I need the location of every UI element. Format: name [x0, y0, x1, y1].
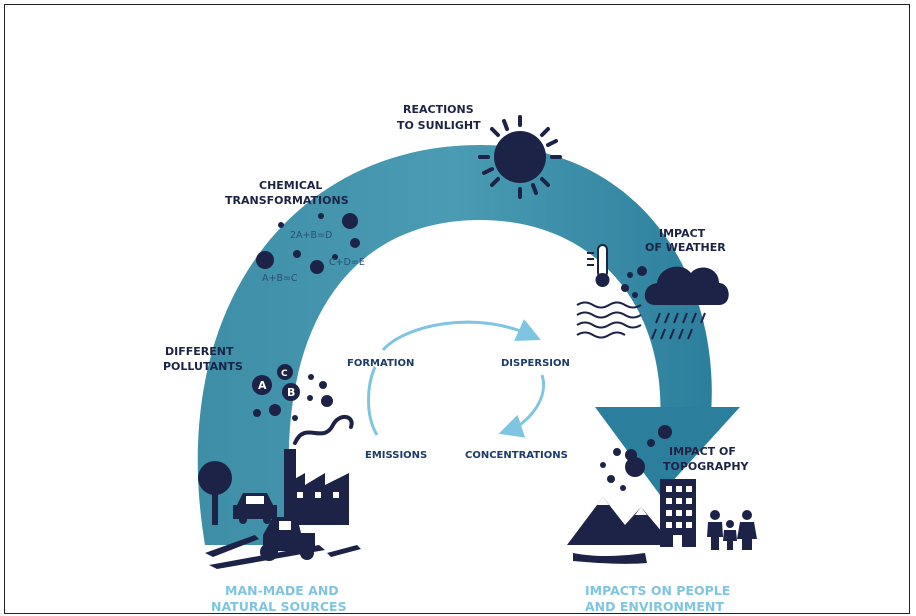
thermometer-icon: [587, 244, 610, 287]
sun-icon: [478, 115, 562, 199]
equation-1: 2A+B=D: [290, 230, 332, 241]
family-icon: [707, 510, 757, 550]
equation-2: C+D=E: [329, 257, 365, 268]
pollutant-letter-a: A: [258, 379, 267, 392]
caption-impacts-line2: AND ENVIRONMENT: [585, 599, 724, 614]
topography-dots: [600, 425, 672, 491]
cycle-formation: FORMATION: [347, 358, 414, 369]
smoke-swirl: [293, 415, 354, 445]
pollutant-bubbles: C A B: [252, 364, 300, 401]
label-chemical-line2: TRANSFORMATIONS: [225, 194, 349, 207]
label-pollutants-line2: POLLUTANTS: [163, 360, 243, 373]
tree-icon: [198, 461, 232, 525]
arc-arrowhead: [595, 407, 740, 495]
building-icon: [660, 479, 696, 547]
process-arc: [197, 145, 712, 545]
inner-cycle: [367, 319, 545, 438]
label-chemical-line1: CHEMICAL: [259, 179, 322, 192]
label-reactions-line1: REACTIONS: [403, 103, 474, 116]
cycle-emissions: EMISSIONS: [365, 450, 427, 461]
smoke-dots: [253, 374, 333, 421]
cycle-concentrations: CONCENTRATIONS: [465, 450, 568, 461]
label-reactions-line2: TO SUNLIGHT: [397, 119, 481, 132]
pollutant-letter-c: C: [281, 369, 288, 379]
label-weather-line1: IMPACT: [659, 227, 706, 240]
weather-dots: [621, 266, 647, 298]
label-weather-line2: OF WEATHER: [645, 241, 726, 254]
caption-sources-line1: MAN-MADE AND: [225, 583, 339, 598]
caption-sources-line2: NATURAL SOURCES: [211, 599, 347, 614]
equation-3: A+B=C: [262, 273, 298, 284]
factory-icon: [284, 449, 349, 525]
wind-icon: [576, 301, 642, 339]
molecule-dots: [256, 213, 360, 274]
pollutant-letter-b: B: [287, 386, 295, 399]
air-pollution-diagram: REACTIONS TO SUNLIGHT CHEMICAL TRANSFORM…: [163, 103, 757, 614]
diagram-frame: REACTIONS TO SUNLIGHT CHEMICAL TRANSFORM…: [4, 4, 910, 614]
field-lines: [205, 535, 361, 569]
label-topography-line1: IMPACT OF: [669, 445, 736, 458]
caption-impacts-line1: IMPACTS ON PEOPLE: [585, 583, 730, 598]
mountains-icon: [567, 497, 673, 564]
rain-cloud-icon: [644, 266, 729, 340]
label-topography-line2: TOPOGRAPHY: [663, 460, 750, 473]
cycle-dispersion: DISPERSION: [501, 358, 570, 369]
car-icon: [233, 493, 277, 524]
label-pollutants-line1: DIFFERENT: [165, 345, 234, 358]
